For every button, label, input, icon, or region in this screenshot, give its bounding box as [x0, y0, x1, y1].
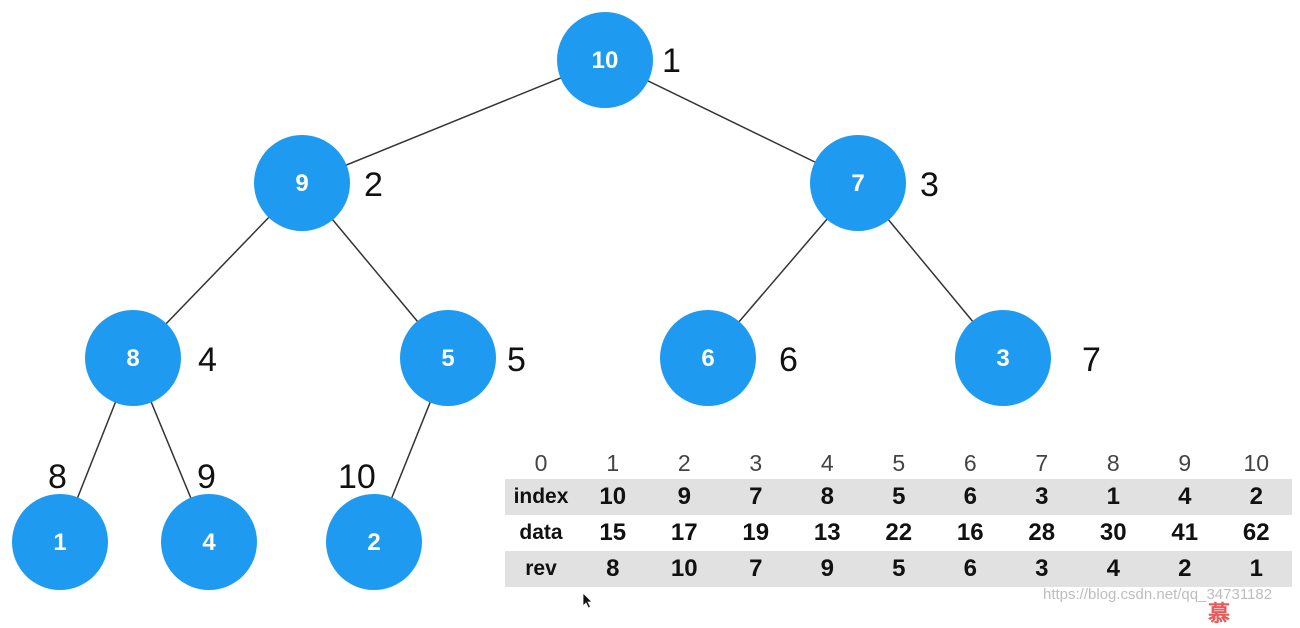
node-value: 9 — [295, 170, 308, 197]
mouse-cursor-icon — [582, 592, 593, 609]
table-cell: 10 — [577, 479, 649, 515]
table-cell: 28 — [1028, 519, 1056, 546]
table-cell: 1 — [1220, 551, 1292, 587]
table-header-cell: 0 — [534, 449, 548, 476]
watermark-text: https://blog.csdn.net/qq_34731182 — [1043, 586, 1273, 603]
table-header-cell: 9 — [1178, 449, 1192, 476]
node-position-label: 3 — [920, 166, 939, 204]
node-circle — [660, 310, 756, 406]
table-cell: 5 — [863, 551, 935, 587]
table-header-cell: 7 — [1035, 449, 1049, 476]
table-cell: 30 — [1099, 519, 1127, 546]
node-value: 7 — [851, 170, 864, 197]
table-cell: 9 — [791, 551, 863, 587]
node-circle — [161, 494, 257, 590]
table-cell: 41 — [1171, 519, 1199, 546]
node-value: 5 — [441, 345, 454, 372]
tree-node-1: 10 1 — [557, 12, 681, 108]
table-cell: 4 — [1077, 551, 1149, 587]
table-row-label: data — [519, 521, 563, 544]
table-cell: 9 — [648, 479, 720, 515]
table-row-label: index — [505, 479, 577, 515]
node-value: 3 — [996, 345, 1009, 372]
table-cell: 19 — [742, 519, 770, 546]
node-position-label: 9 — [197, 458, 216, 496]
node-value: 6 — [701, 345, 714, 372]
table-cell: 2 — [1220, 479, 1292, 515]
table-row-label: rev — [505, 551, 577, 587]
node-position-label: 1 — [662, 42, 681, 80]
table-cell: 4 — [1149, 479, 1221, 515]
node-circle — [955, 310, 1051, 406]
node-value: 1 — [53, 529, 66, 556]
table-cell: 7 — [720, 551, 792, 587]
table-cell: 8 — [577, 551, 649, 587]
table-cell: 3 — [1006, 551, 1078, 587]
table-header-cell: 4 — [820, 449, 834, 476]
node-position-label: 2 — [364, 166, 383, 204]
table-cell: 62 — [1242, 519, 1270, 546]
table-cell: 16 — [956, 519, 984, 546]
table-header-cell: 10 — [1243, 449, 1270, 476]
table-header-cell: 6 — [963, 449, 977, 476]
site-logo: 慕 — [1208, 601, 1231, 626]
tree-node-10: 2 10 — [326, 458, 422, 590]
table-header-cell: 5 — [892, 449, 906, 476]
table-cell: 7 — [720, 479, 792, 515]
node-position-label: 5 — [507, 341, 526, 379]
node-position-label: 10 — [338, 458, 376, 496]
table-cell: 13 — [813, 519, 841, 546]
node-circle — [85, 310, 181, 406]
table-cell: 5 — [863, 479, 935, 515]
node-circle — [810, 135, 906, 231]
table-cell: 6 — [934, 479, 1006, 515]
table-header-cell: 1 — [606, 449, 620, 476]
table-header-cell: 3 — [749, 449, 763, 476]
tree-edge-1-2 — [301, 59, 606, 184]
node-position-label: 4 — [198, 341, 217, 379]
table-cell: 3 — [1006, 479, 1078, 515]
table-header-row: 0 1 2 3 4 5 6 7 8 9 10 — [505, 447, 1292, 479]
table-header-cell: 8 — [1106, 449, 1120, 476]
node-position-label: 6 — [779, 341, 798, 379]
table-cell: 2 — [1149, 551, 1221, 587]
table-cell: 17 — [670, 519, 698, 546]
table-cell: 1 — [1077, 479, 1149, 515]
node-circle — [557, 12, 653, 108]
node-value: 8 — [126, 345, 139, 372]
table-cell: 22 — [885, 519, 913, 546]
node-circle — [400, 310, 496, 406]
node-value: 2 — [367, 529, 380, 556]
node-value: 10 — [592, 47, 619, 74]
node-position-label: 8 — [48, 458, 67, 496]
node-circle — [254, 135, 350, 231]
tree-node-9: 49 — [161, 458, 257, 590]
table-cell: 10 — [648, 551, 720, 587]
table-row-data: data 15 17 19 13 22 16 28 30 41 62 — [505, 515, 1292, 551]
table-cell: 15 — [599, 519, 627, 546]
table-cell: 8 — [791, 479, 863, 515]
node-circle — [12, 494, 108, 590]
tree-node-8: 18 — [12, 458, 108, 590]
node-circle — [326, 494, 422, 590]
node-value: 4 — [202, 529, 216, 556]
node-position-label: 7 — [1082, 341, 1101, 379]
table-header-cell: 2 — [677, 449, 691, 476]
table-cell: 6 — [934, 551, 1006, 587]
